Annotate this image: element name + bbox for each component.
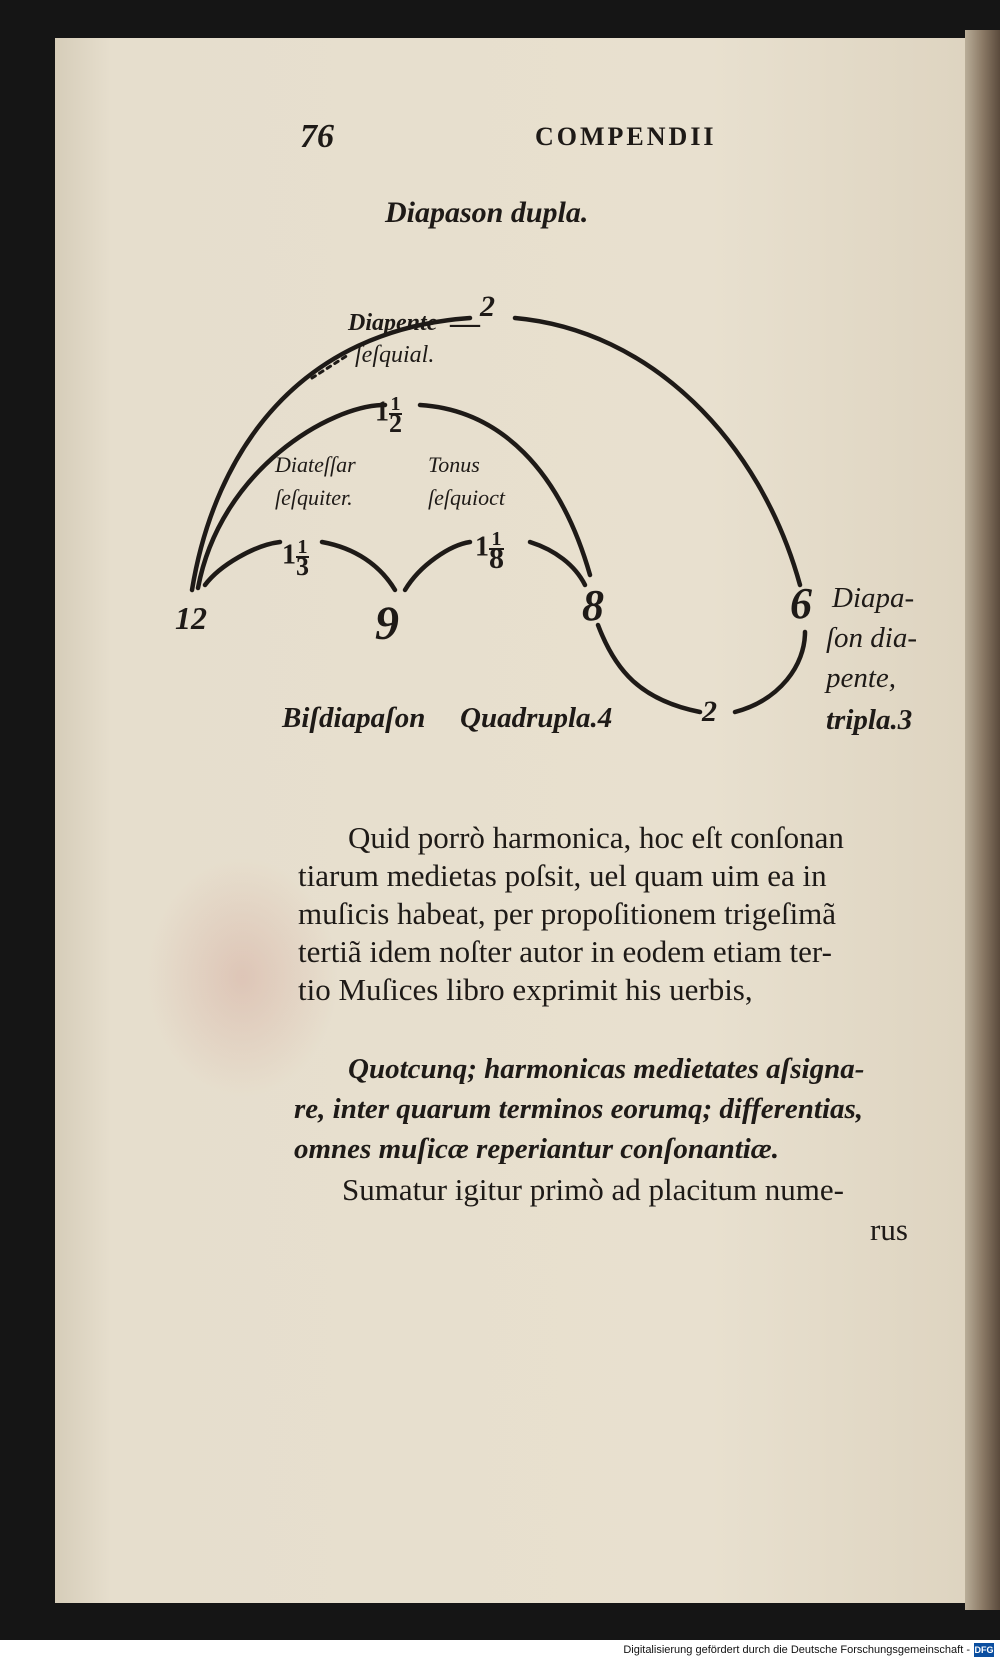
label-diapason-diapente-4: tripla.3 xyxy=(826,704,913,736)
harmonic-arc-diagram xyxy=(189,315,808,715)
page-number: 76 xyxy=(300,118,334,155)
fraction-numerator: 1 xyxy=(489,529,504,550)
dfg-logo: DFG xyxy=(974,1643,994,1657)
label-sesquioct: ſeſquioct xyxy=(428,485,505,510)
fraction-denominator: 8 xyxy=(489,542,504,575)
text-line: tertiã idem noſter autor in eodem etiam … xyxy=(298,934,832,969)
label-diapason-diapente-3: pente, xyxy=(826,662,897,694)
fraction-denominator: 2 xyxy=(389,409,402,438)
dotted-leader xyxy=(310,353,350,380)
text-line: muſicis habeat, per propoſitionem trigeſ… xyxy=(298,896,837,931)
book-page xyxy=(55,38,990,1603)
text-line: omnes muſicæ reperiantur conſonantiæ. xyxy=(294,1133,779,1165)
fraction-denominator: 3 xyxy=(296,552,309,581)
label-diapason-diapente-1: Diapa- xyxy=(832,582,915,614)
catchword: rus xyxy=(870,1212,908,1247)
number-8: 8 xyxy=(582,581,604,630)
arc-1third-9 xyxy=(319,539,398,593)
text-line: tiarum medietas poſsit, uel quam uim ea … xyxy=(298,858,827,893)
arc-2-bottom-6 xyxy=(732,629,808,715)
diagram-title: Diapason dupla. xyxy=(385,196,589,229)
text-line: tio Muſices libro exprimit his uerbis, xyxy=(298,972,753,1007)
fraction-whole: 1 xyxy=(475,531,489,563)
footer-strip xyxy=(0,1640,1000,1662)
label-sesquiter: ſeſquiter. xyxy=(275,485,353,510)
running-head: COMPENDII xyxy=(535,122,717,151)
label-sesquial: ſeſquial. xyxy=(355,342,435,368)
arc-12-8 xyxy=(195,402,388,591)
label-diatessar: Diateſſar xyxy=(275,452,356,477)
label-diapason-diapente-2: ſon dia- xyxy=(826,622,918,654)
number-2-bottom: 2 xyxy=(702,695,717,728)
arc-1half-8 xyxy=(417,402,593,578)
number-6: 6 xyxy=(790,579,812,628)
fraction-whole: 1 xyxy=(282,539,296,571)
label-quadrupla: Quadrupla.4 xyxy=(460,702,613,734)
text-line: Sumatur igitur primò ad placitum nume- xyxy=(342,1172,844,1207)
arc-12-9 xyxy=(202,539,283,588)
arc-1eighth-8 xyxy=(527,539,588,588)
text-line: re, inter quarum terminos eorumq; differ… xyxy=(294,1093,864,1125)
label-bisdiapason: Biſdiapaſon xyxy=(282,702,426,734)
label-diapente: Diapente xyxy=(348,310,438,336)
fraction-whole: 1 xyxy=(375,396,389,428)
arc-9-1eighth xyxy=(402,539,473,593)
footer-credit: Digitalisierung gefördert durch die Deut… xyxy=(623,1644,970,1656)
text-line: Quid porrò harmonica, hoc eſt conſonan xyxy=(348,820,844,855)
arc-12-2-top xyxy=(189,315,473,593)
arc-2-top-6 xyxy=(512,315,803,588)
book-edge xyxy=(965,30,1000,1610)
fraction-numerator: 1 xyxy=(296,536,309,558)
fraction-numerator: 1 xyxy=(389,393,402,415)
text-line: Quotcunq; harmonicas medietates aſsigna- xyxy=(348,1053,865,1085)
label-tonus: Tonus xyxy=(428,452,480,477)
number-9: 9 xyxy=(375,597,399,650)
arc-8-2-bottom xyxy=(595,622,703,715)
number-2-top: 2 xyxy=(480,290,495,323)
dash-top: — xyxy=(450,307,480,340)
number-12: 12 xyxy=(175,600,207,636)
